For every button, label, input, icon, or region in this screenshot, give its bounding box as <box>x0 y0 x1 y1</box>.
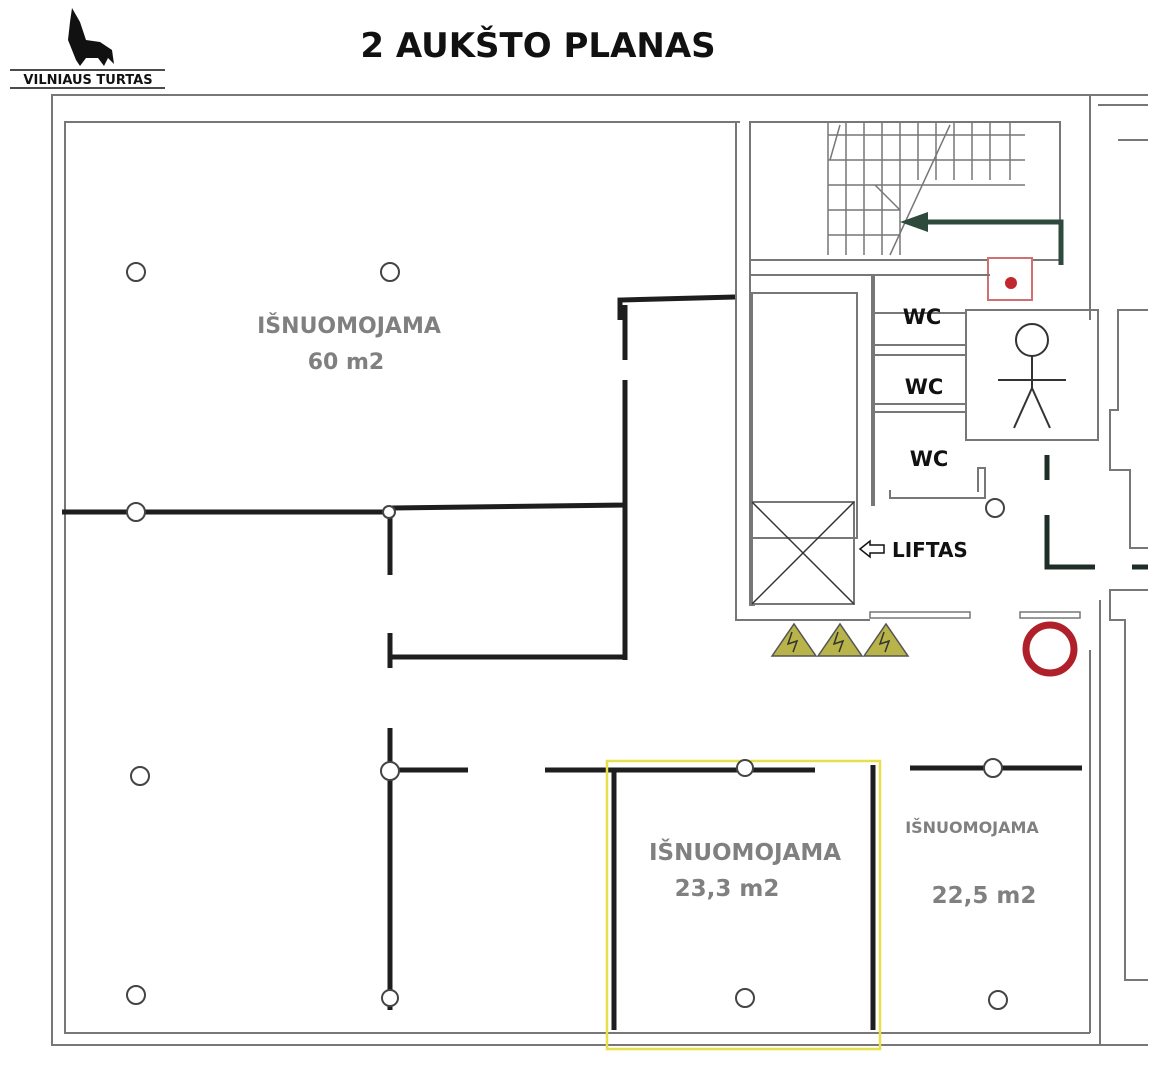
outer-walls <box>51 94 1148 1046</box>
arrow-left-icon <box>858 539 885 559</box>
wc-label-3: WC <box>910 447 949 471</box>
hazard-icons <box>770 622 910 657</box>
columns <box>126 262 1008 1010</box>
room-60[interactable]: IŠNUOMOJAMA 60 m2 <box>257 313 441 375</box>
wc-label-1: WC <box>903 305 942 329</box>
lift-label: LIFTAS <box>892 538 968 562</box>
evacuation-sign <box>965 309 1099 441</box>
room-label: IŠNUOMOJAMA <box>649 838 841 866</box>
room-22-5[interactable]: IŠNUOMOJAMA 22,5 m2 <box>905 818 1039 909</box>
room-23-3[interactable]: IŠNUOMOJAMA 23,3 m2 <box>649 838 841 902</box>
exit-arrow <box>920 219 1064 265</box>
core-area: WC WC WC LIFTAS <box>735 121 1148 981</box>
room-label: IŠNUOMOJAMA <box>905 818 1039 837</box>
fire-point-icon <box>1022 621 1078 677</box>
room-label: IŠNUOMOJAMA <box>257 313 441 339</box>
room-area: 22,5 m2 <box>932 883 1037 909</box>
logo-text: VILNIAUS TURTAS <box>23 73 152 88</box>
exit-arrow-head <box>900 212 928 232</box>
alarm-icon <box>1005 277 1017 289</box>
room-area: 60 m2 <box>308 350 385 375</box>
wc-label-2: WC <box>905 375 944 399</box>
page-title: 2 AUKŠTO PLANAS <box>360 25 715 66</box>
person-icon <box>998 323 1066 429</box>
room-area: 23,3 m2 <box>675 876 780 902</box>
stairs <box>827 122 1025 256</box>
partition-walls <box>62 294 1082 1030</box>
lift-shaft <box>751 501 855 605</box>
logo: VILNIAUS TURTAS <box>10 8 165 89</box>
